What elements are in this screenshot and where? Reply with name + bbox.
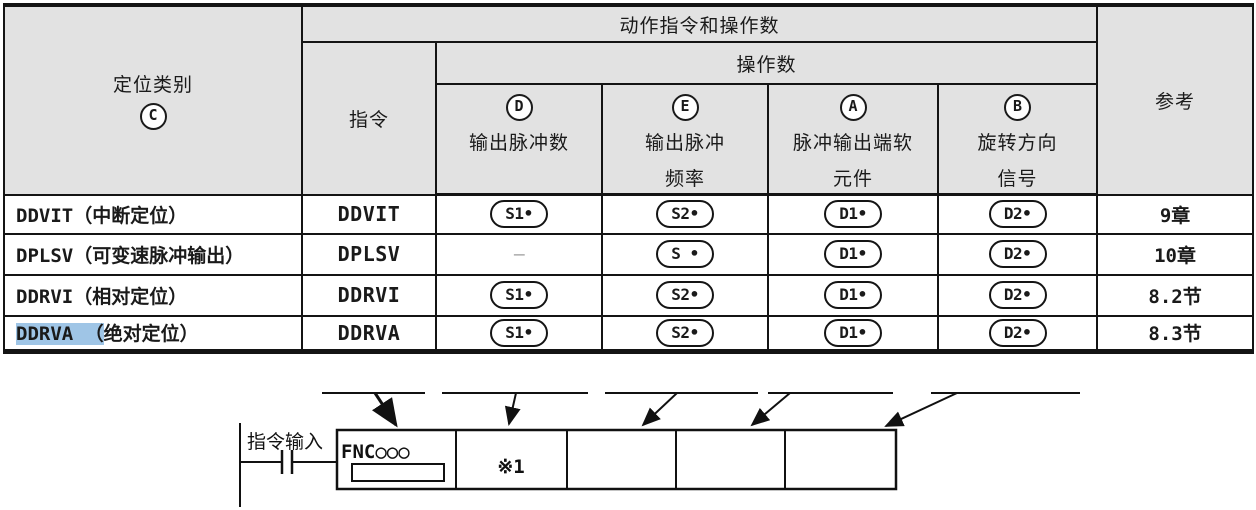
operand-cell: —	[435, 232, 603, 276]
operand-cell: D1•	[767, 314, 939, 353]
positioning-instruction-table: 定位类别 C 动作指令和操作数 参考 指令 操作数 D 输出脉冲数 E 输出脉冲	[3, 3, 1255, 354]
operand-col-label: 输出脉冲数	[468, 133, 569, 154]
circle-letter-a: A	[839, 94, 867, 121]
operand-col-label: 脉冲输出端软	[792, 133, 913, 154]
circle-letter-d: D	[505, 94, 533, 121]
operand-pill: D1•	[824, 200, 882, 229]
instruction-cell: DPLSV	[301, 232, 437, 276]
operand-pill: S2•	[656, 200, 714, 229]
operand-pill: D2•	[988, 240, 1047, 268]
operand-pill: S2•	[656, 281, 714, 309]
operand-col-label-2: 信号	[997, 169, 1038, 190]
row-name: DDVIT（中断定位）	[3, 193, 303, 235]
operand-pill: S1•	[490, 318, 548, 347]
operand-pill: D2•	[988, 200, 1047, 229]
operand-col-label-2: 元件	[832, 169, 873, 190]
header-instruction: 指令	[301, 41, 437, 196]
fnc-label: FNC○○○	[341, 441, 410, 463]
reference-cell: 9章	[1096, 193, 1255, 235]
row-name: DDRVA （绝对定位）	[3, 314, 303, 353]
operand-col-label: 输出脉冲	[644, 133, 725, 154]
operand-cell: D2•	[936, 232, 1099, 276]
operand-cell: D2•	[936, 193, 1099, 235]
circle-letter-e: E	[671, 94, 699, 121]
circle-letter-c: C	[139, 103, 167, 131]
operand-pill: D1•	[824, 281, 882, 309]
instruction-cell: DDRVA	[301, 314, 437, 353]
operand-pill: S •	[656, 240, 714, 268]
instruction-format-diagram: 指令输入 FNC○○○ ※1	[239, 392, 1080, 507]
positioning-category-label: 定位类别	[112, 75, 193, 97]
operand-cell: S1•	[435, 273, 603, 317]
operand-cell: S1•	[435, 193, 603, 235]
operand-pill: S1•	[490, 281, 548, 309]
instruction-cell: DDVIT	[301, 193, 437, 235]
row-name-text: DPLSV（可变速脉冲输出）	[16, 244, 245, 267]
operand-cell: D2•	[936, 314, 1099, 353]
contact-symbol	[280, 450, 294, 474]
header-action-and-operands: 动作指令和操作数	[300, 4, 1099, 43]
header-operands: 操作数	[434, 41, 1099, 85]
row-name: DDRVI（相对定位）	[3, 273, 303, 317]
header-output-pulse-count: D 输出脉冲数	[435, 83, 603, 196]
arrow-to-operand-box-2	[641, 392, 678, 427]
header-rotation-direction-signal: B 旋转方向 信号	[936, 83, 1099, 196]
operand-cell: D1•	[767, 273, 939, 317]
instruction-box	[335, 428, 898, 491]
note-1-label: ※1	[497, 456, 524, 478]
header-row-3: D 输出脉冲数 E 输出脉冲 频率 A 脉冲输出端软 元件 B 旋转方向	[4, 83, 1253, 196]
arrow-to-operand-box-1	[504, 392, 521, 426]
header-row-1: 定位类别 C 动作指令和操作数 参考	[3, 4, 1255, 196]
operand-cell: D1•	[767, 232, 939, 276]
operand-pill: S1•	[490, 200, 548, 229]
table-row-ddvit: DDVIT（中断定位） DDVIT S1• S2• D1• D2• 9章	[3, 193, 1255, 235]
arrow-to-fnc-box	[371, 392, 398, 428]
operand-pill: S2•	[656, 318, 714, 347]
row-name-text: 绝对定位）	[103, 323, 199, 346]
header-pulse-output-device: A 脉冲输出端软 元件	[767, 83, 939, 196]
header-output-pulse-frequency: E 输出脉冲 频率	[601, 83, 769, 196]
reference-cell: 8.3节	[1096, 314, 1255, 353]
operand-cell: D1•	[767, 193, 939, 235]
operand-pill: D2•	[988, 318, 1047, 347]
circle-letter-b: B	[1004, 94, 1032, 121]
operand-cell: S2•	[601, 273, 769, 317]
table-row-dplsv: DPLSV（可变速脉冲输出） DPLSV — S • D1• D2• 10章	[3, 232, 1255, 276]
reference-cell: 10章	[1096, 232, 1255, 276]
reference-cell: 8.2节	[1096, 273, 1255, 317]
operand-col-label: 旋转方向	[977, 133, 1058, 154]
table-row-ddrva: DDRVA （绝对定位） DDRVA S1• S2• D1• D2• 8.3节	[3, 314, 1255, 353]
table-row-ddrvi: DDRVI（相对定位） DDRVI S1• S2• D1• D2• 8.2节	[3, 273, 1255, 317]
header-reference: 参考	[1096, 4, 1255, 196]
operand-col-label-2: 频率	[664, 169, 705, 190]
operand-cell: S2•	[601, 314, 769, 353]
operand-pill: D1•	[824, 318, 882, 347]
arrow-to-operand-box-3	[750, 392, 791, 427]
row-name-highlight: DDRVA （	[16, 323, 104, 346]
operand-cell: S2•	[601, 193, 769, 235]
instruction-cell: DDRVI	[301, 273, 437, 317]
arrow-to-operand-box-4	[884, 392, 958, 427]
operand-pill: D2•	[988, 281, 1047, 309]
operand-cell: S1•	[435, 314, 603, 353]
instruction-input-label: 指令输入	[247, 431, 323, 453]
header-row-2: 指令 操作数	[4, 41, 1253, 196]
operand-pill: D1•	[824, 240, 882, 268]
row-name: DPLSV（可变速脉冲输出）	[3, 232, 303, 276]
operand-pill: —	[513, 243, 525, 265]
operand-cell: S •	[601, 232, 769, 276]
row-name-text: DDRVI（相对定位）	[16, 285, 188, 308]
fnc-operand-field	[351, 463, 445, 482]
operand-cell: D2•	[936, 273, 1099, 317]
header-positioning-category: 定位类别 C	[3, 4, 303, 196]
row-name-text: DDVIT（中断定位）	[16, 204, 188, 227]
